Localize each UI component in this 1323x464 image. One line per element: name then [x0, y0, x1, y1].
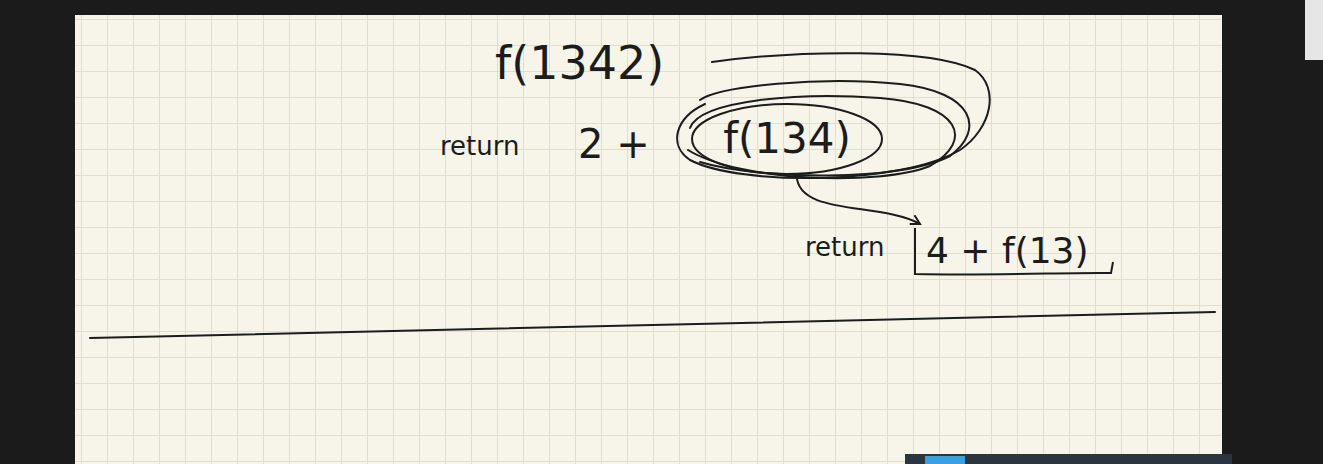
circled-call: f(134) — [690, 102, 884, 176]
scrollbar — [1305, 0, 1323, 60]
handwritten-label: f(1342) — [495, 38, 664, 89]
video-thumbnail — [905, 454, 1232, 464]
circling-stroke — [688, 96, 955, 178]
circling-stroke — [677, 53, 990, 178]
node-text: f(134) — [723, 116, 851, 162]
call-arrow — [797, 176, 920, 224]
handwritten-label: 2 + — [578, 122, 650, 166]
divider-line — [90, 312, 1215, 338]
video-thumbnail-glow — [925, 456, 965, 464]
bracketed-expression: 4 + f(13) — [912, 224, 1115, 278]
handwritten-label: return — [440, 132, 520, 161]
handwritten-label: return — [805, 233, 885, 262]
node-text: 4 + f(13) — [926, 231, 1089, 271]
